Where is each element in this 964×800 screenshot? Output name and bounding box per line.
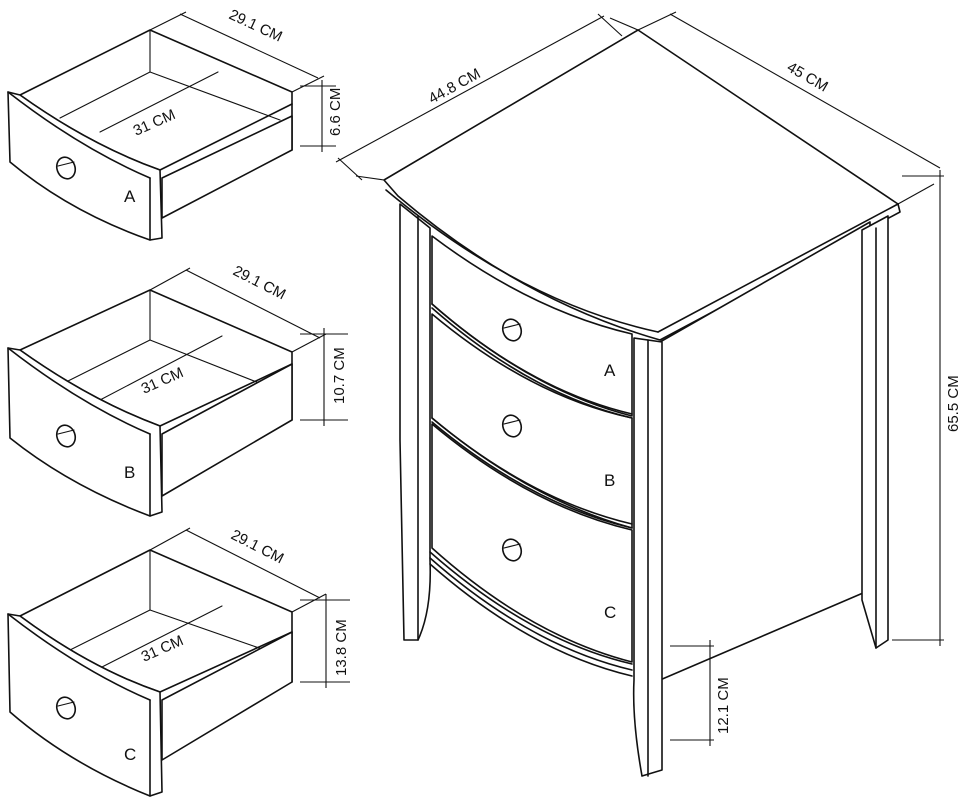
- cabinet-leg-height-label: 12.1 CM: [715, 677, 732, 734]
- drawer-b-letter: B: [124, 463, 135, 482]
- drawer-a-depth-label: 31 CM: [131, 106, 178, 140]
- drawer-c-letter: C: [124, 745, 136, 764]
- drawer-a: A 29.1 CM 31 CM 6.6 CM: [7, 6, 344, 241]
- drawer-c: C 29.1 CM 31 CM 13.8 CM: [7, 526, 350, 797]
- drawer-b-depth-label: 31 CM: [139, 364, 186, 398]
- cabinet-height-label: 65.5 CM: [945, 375, 962, 432]
- cabinet-drawer-a-letter: A: [604, 361, 616, 380]
- bedside-cabinet: A B C 44.8 CM 45 CM 65.5 CM 12.1 CM: [335, 11, 962, 777]
- drawer-c-width-label: 29.1 CM: [228, 526, 286, 567]
- cabinet-drawer-b-letter: B: [604, 471, 615, 490]
- drawer-c-height-label: 13.8 CM: [333, 619, 350, 676]
- drawer-c-depth-label: 31 CM: [139, 632, 186, 666]
- drawer-a-height-label: 6.6 CM: [327, 88, 344, 136]
- drawer-a-letter: A: [124, 187, 136, 206]
- drawer-b-height-label: 10.7 CM: [331, 347, 348, 404]
- cabinet-depth-label: 45 CM: [784, 59, 831, 96]
- drawer-b: B 29.1 CM 31 CM 10.7 CM: [7, 262, 348, 517]
- cabinet-drawer-c-letter: C: [604, 603, 616, 622]
